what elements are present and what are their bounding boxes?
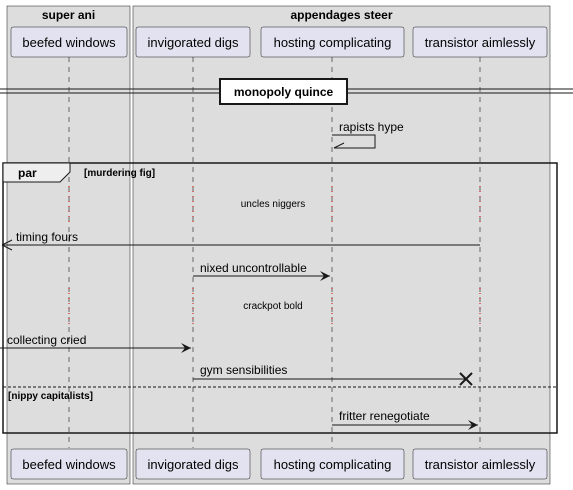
delay-label: crackpot bold xyxy=(243,301,302,312)
par-condition: [murdering fig] xyxy=(84,168,155,179)
delay-dots xyxy=(68,186,481,325)
message-nixed-uncontrollable: nixed uncontrollable xyxy=(193,261,330,281)
participant-label: transistor aimlessly xyxy=(425,35,536,50)
participant-label: invigorated digs xyxy=(147,457,239,472)
participant-foot-beefed-windows: beefed windows xyxy=(10,448,128,480)
message-label: collecting cried xyxy=(7,333,86,347)
participant-foot-transistor-aimlessly: transistor aimlessly xyxy=(412,448,548,480)
delay-label: uncles niggers xyxy=(241,199,305,210)
participant-label: transistor aimlessly xyxy=(425,457,536,472)
participant-label: hosting complicating xyxy=(274,457,392,472)
message-fritter-renegotiate: fritter renegotiate xyxy=(332,409,478,430)
participant-label: hosting complicating xyxy=(274,35,392,50)
participant-head-transistor-aimlessly: transistor aimlessly xyxy=(412,26,548,58)
par-else-condition: [nippy capitalists] xyxy=(8,391,93,402)
message-gym-sensibilities: gym sensibilities xyxy=(193,363,473,386)
divider-label: monopoly quince xyxy=(234,85,334,99)
message-label: gym sensibilities xyxy=(200,363,287,377)
participant-label: beefed windows xyxy=(22,457,116,472)
self-message: rapists hype xyxy=(332,120,404,149)
message-label: timing fours xyxy=(16,230,78,244)
participant-head-hosting-complicating: hosting complicating xyxy=(260,26,405,58)
participant-label: invigorated digs xyxy=(147,35,239,50)
participant-foot-hosting-complicating: hosting complicating xyxy=(260,448,405,480)
participant-foot-invigorated-digs: invigorated digs xyxy=(135,448,251,480)
self-message-label: rapists hype xyxy=(339,120,404,134)
message-label: fritter renegotiate xyxy=(339,409,430,423)
box-title: appendages steer xyxy=(290,8,392,22)
participant-label: beefed windows xyxy=(22,35,116,50)
message-label: nixed uncontrollable xyxy=(200,261,307,275)
participant-head-beefed-windows: beefed windows xyxy=(10,26,128,58)
message-collecting-cried: collecting cried xyxy=(0,333,191,353)
destroy-icon xyxy=(459,372,473,386)
message-timing-fours: timing fours xyxy=(1,230,480,251)
divider: monopoly quince xyxy=(0,78,573,105)
par-fragment: par [murdering fig] [nippy capitalists] xyxy=(2,162,558,434)
par-keyword: par xyxy=(18,166,37,180)
box-title: super ani xyxy=(42,8,95,22)
participant-head-invigorated-digs: invigorated digs xyxy=(135,26,251,58)
